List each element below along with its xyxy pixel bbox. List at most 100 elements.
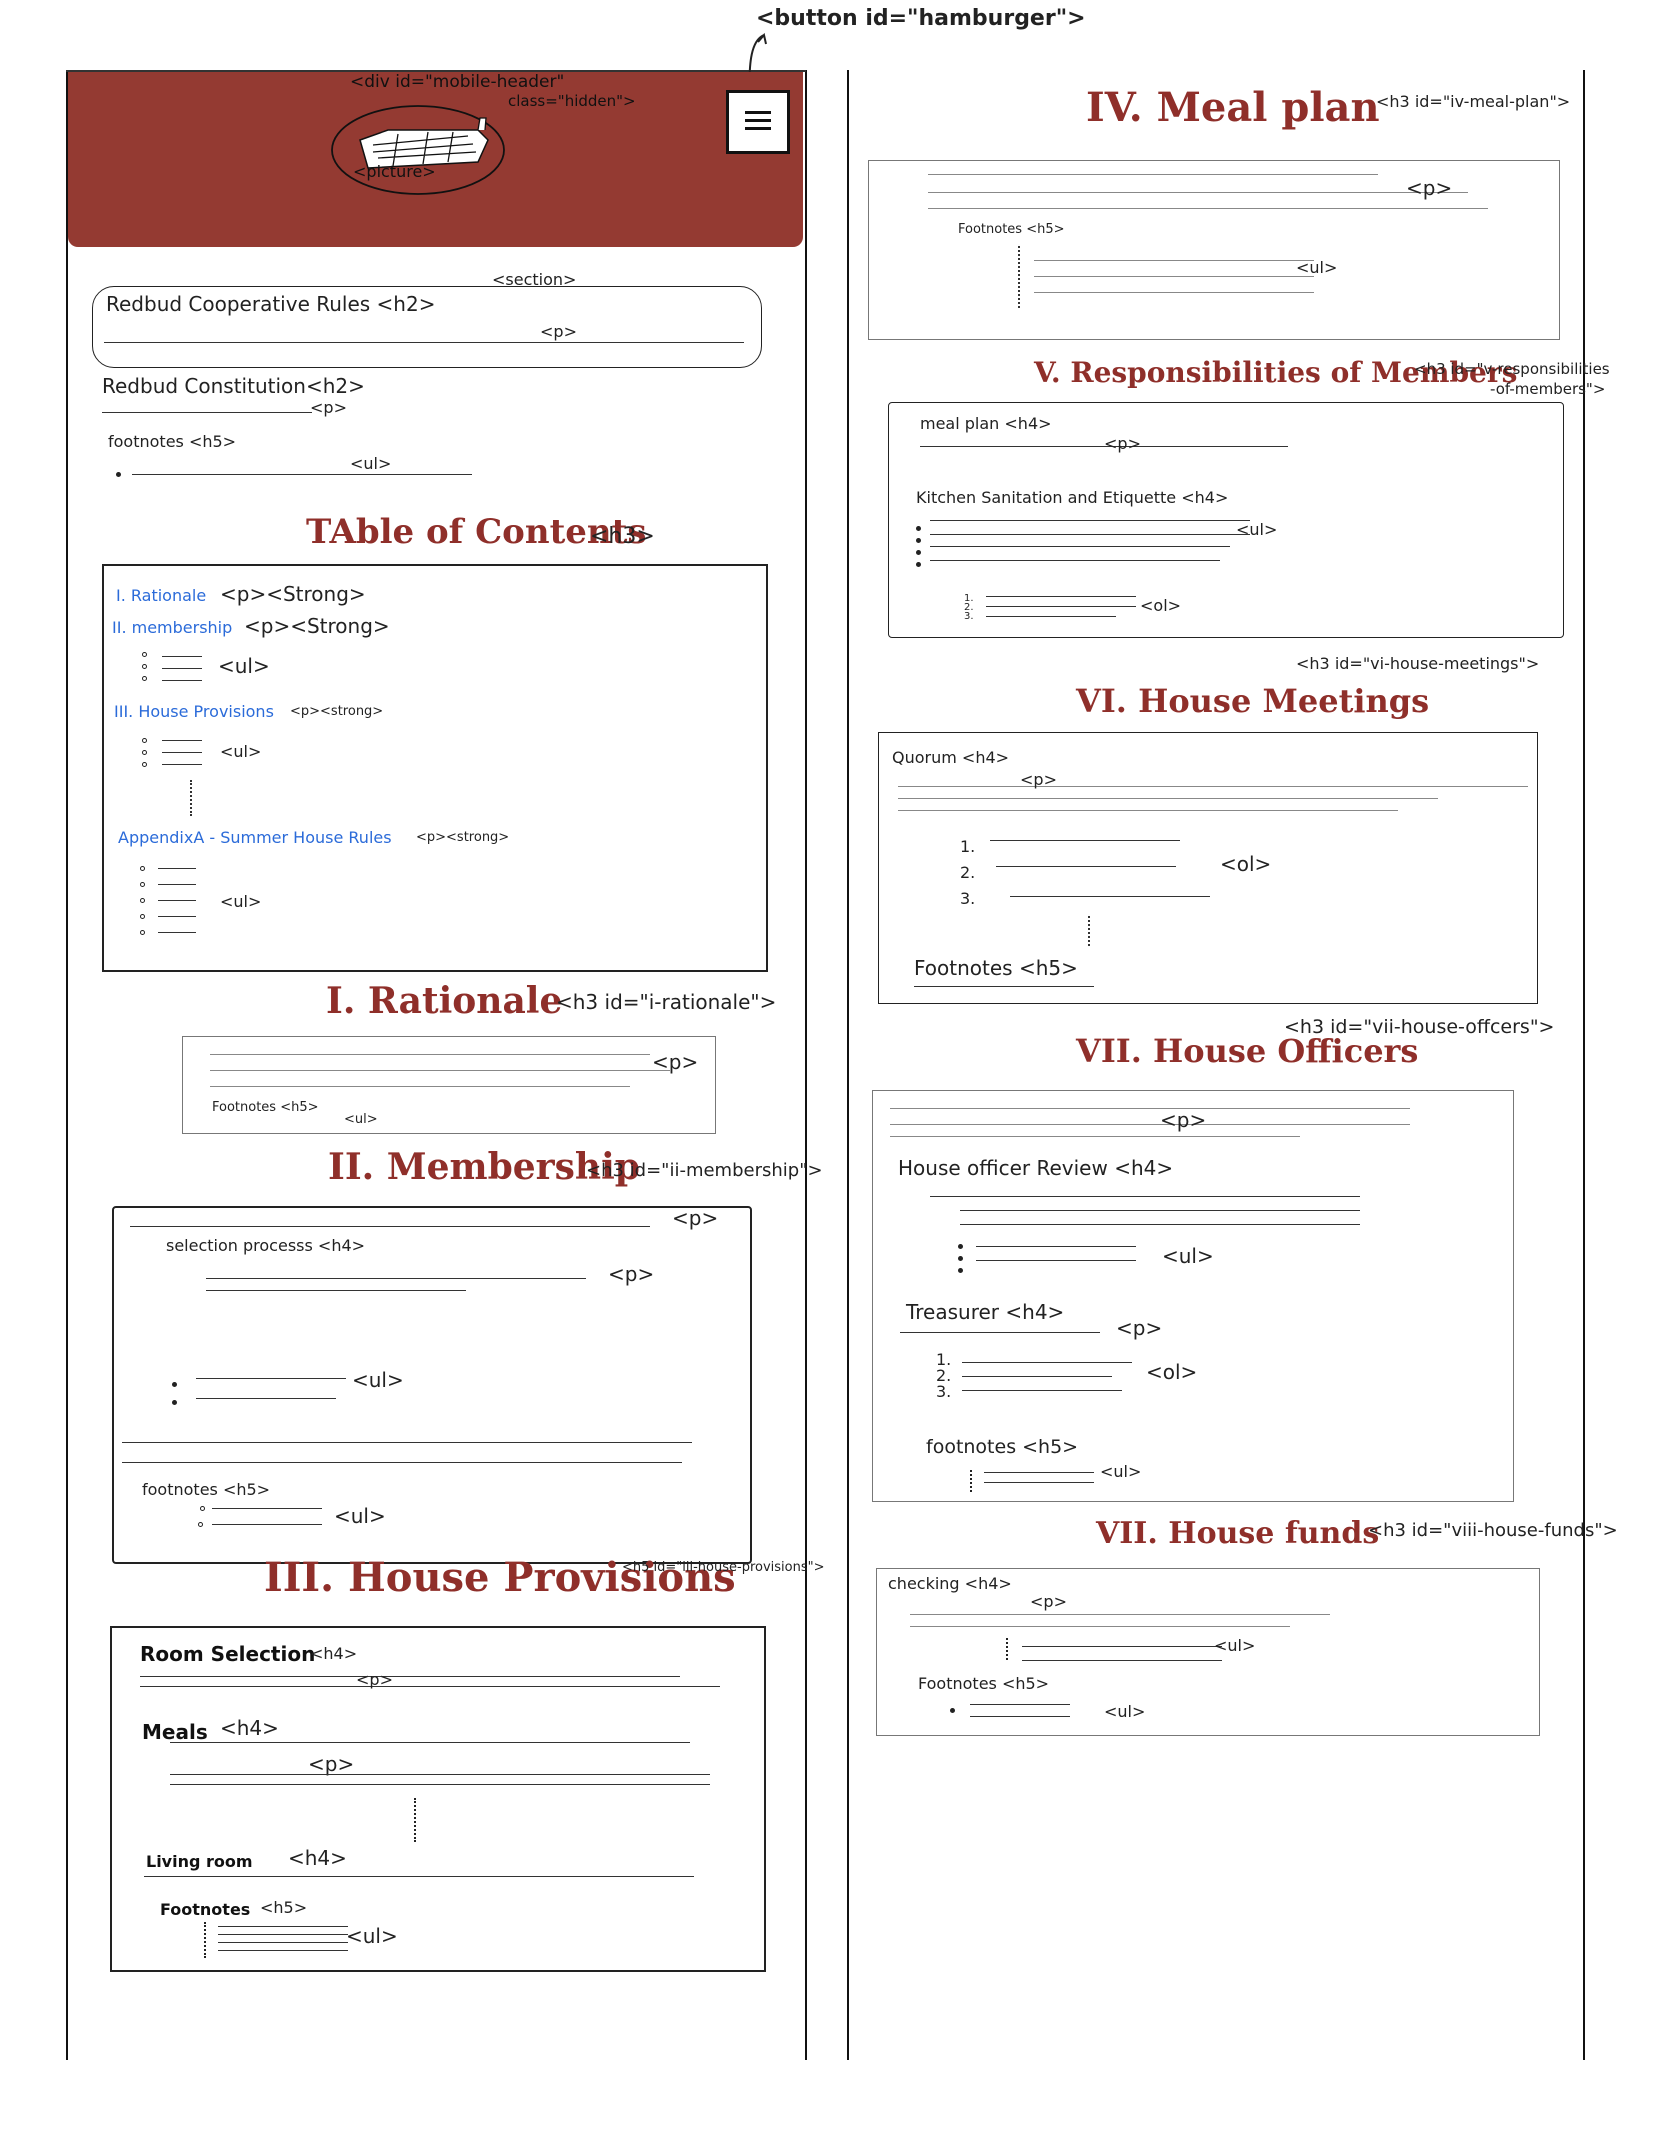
funds-footnote-bullet [950,1708,955,1713]
constitution-footnotes: footnotes <h5> [108,432,237,451]
toc-sub-line [158,884,196,885]
membership-heading: II. Membership [328,1146,640,1188]
col1-right-border [805,70,807,2060]
quorum-ol-label: <ol> [1220,852,1272,876]
toc-bullet [142,676,147,681]
col2-left-border [847,70,849,2060]
toc-sub-line [162,668,202,669]
hamburger-button[interactable] [726,90,790,154]
selection-text-line [206,1290,466,1291]
toc-link-rationale[interactable]: I. Rationale [116,586,207,605]
toc-bullet [140,930,145,935]
membership-footnote-bullet [198,1522,203,1527]
provisions-ul-label: <ul> [346,1924,398,1948]
membership-p1-label: <p> [672,1206,719,1230]
toc-bullet [142,652,147,657]
responsibilities-tag: <h3 id="v-responsibilities [1414,360,1610,378]
meals-text-line [170,1784,710,1785]
meal-plan-text-line [928,208,1488,209]
toc-link-membership[interactable]: II. membership [112,618,233,637]
toc-appendix-ul: <ul> [220,892,262,911]
toc-sub-line [162,764,202,765]
toc-provisions-ul: <ul> [220,742,262,761]
membership-tag: <h3 id="ii-membership"> [586,1160,823,1181]
resp-p-label: <p> [1104,434,1141,453]
kitchen-list-line [930,520,1250,521]
officers-ul-label: <ul> [1100,1462,1142,1481]
toc-sub-line [158,932,196,933]
toc-sub-line [162,680,202,681]
membership-list-line [196,1398,336,1399]
resp-meal-plan-heading: meal plan <h4> [920,414,1052,433]
kitchen-heading: Kitchen Sanitation and Etiquette <h4> [916,488,1229,507]
checking-p-label: <p> [1030,1592,1067,1611]
officer-review-ul-label: <ul> [1162,1244,1214,1268]
toc-link-appendix-a[interactable]: AppendixA - Summer House Rules [118,828,392,847]
meetings-box [878,732,1538,1004]
toc-membership-ul: <ul> [218,654,270,678]
mobile-header-class-label: class="hidden"> [508,92,636,110]
kitchen-list-line [930,534,1250,535]
toc-provisions-tags: <p><strong> [290,704,384,719]
funds-footnote-line [970,1704,1070,1705]
rules-title: Redbud Cooperative Rules <h2> [106,292,436,316]
membership-footnote-bullet [200,1506,205,1511]
toc-link-house-provisions[interactable]: III. House Provisions [114,702,274,721]
hamburger-menu-icon [745,109,771,133]
checking-ul-label: <ul> [1214,1636,1256,1655]
funds-tag: <h3 id="viii-house-funds"> [1368,1520,1618,1541]
meal-plan-text-line [928,192,1468,193]
kitchen-bullet [916,562,921,567]
officers-footnotes: footnotes <h5> [926,1436,1079,1458]
officer-review-line [960,1224,1360,1225]
toc-rationale-tags: <p><Strong> [220,582,366,606]
resp-meal-plan-underline [920,446,1288,447]
officer-review-list-line [976,1260,1136,1261]
meal-plan-ul-label: <ul> [1296,258,1338,277]
treasurer-ol-line [962,1362,1132,1363]
membership-ul2-label: <ul> [334,1504,386,1528]
meal-plan-list-line [1034,260,1314,261]
funds-box [876,1568,1540,1736]
meal-plan-p-label: <p> [1406,176,1453,200]
meetings-tag: <h3 id="vi-house-meetings"> [1296,654,1540,673]
toc-sub-line [158,900,196,901]
toc-bullet [142,738,147,743]
room-text-line [140,1686,720,1687]
meals-tag: <h4> [220,1716,279,1740]
quorum-ol-line [996,866,1176,867]
room-text-line [140,1676,680,1677]
toc-membership-tags: <p><Strong> [244,614,390,638]
provisions-box [110,1626,766,1972]
selection-text-line [206,1278,586,1279]
toc-sub-line [158,916,196,917]
provisions-tag: <h5 id="iii-house-provisions"> [622,1560,825,1575]
toc-heading: TAble of Contents [306,512,647,552]
quorum-p-label: <p> [1020,770,1057,789]
quorum-ol-line [990,840,1180,841]
quorum-text-line [898,786,1528,787]
officers-footnote-line [984,1482,1094,1483]
meal-plan-tag: <h3 id="iv-meal-plan"> [1376,92,1571,111]
membership-ul-label: <ul> [352,1368,404,1392]
officers-heading: VII. House Officers [1076,1032,1419,1070]
treasurer-text-line [900,1332,1100,1333]
rationale-text-line [210,1054,650,1055]
officers-text-line [890,1108,1410,1109]
rules-p-label: <p> [540,322,577,341]
picture-label: <picture> [353,162,436,181]
toc-sub-line [162,752,202,753]
meals-heading: Meals [142,1720,208,1744]
toc-bullet [142,750,147,755]
membership-intro-line [130,1226,650,1227]
quorum-heading: Quorum <h4> [892,748,1010,767]
kitchen-list-line [930,560,1220,561]
meals-text-line [170,1742,690,1743]
toc-bullet [140,898,145,903]
treasurer-heading: Treasurer <h4> [906,1300,1065,1324]
constitution-p-label: <p> [310,398,347,417]
mobile-header-div-label: <div id="mobile-header" [350,72,565,92]
rationale-box [182,1036,716,1134]
living-room-heading: Living room [146,1852,253,1871]
checking-list-line [1022,1646,1222,1647]
